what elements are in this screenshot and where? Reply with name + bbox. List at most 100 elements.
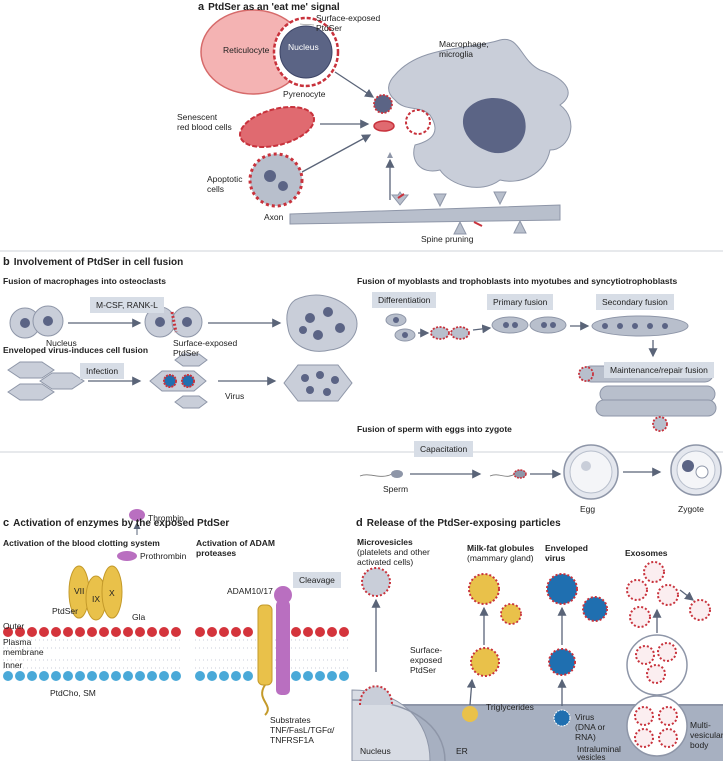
apoptotic-label-line1: Apoptotic: [207, 174, 243, 184]
adam-subtitle-line1: Activation of ADAM: [196, 538, 276, 548]
sperm-subtitle: Fusion of sperm with eggs into zygote: [357, 424, 512, 434]
intraluminal-line1: Intraluminal: [577, 744, 621, 754]
panel-b-graphics: [7, 294, 722, 500]
prothrombin-label: Prothrombin: [140, 551, 187, 561]
osteo-nucleus-label: Nucleus: [46, 338, 77, 348]
microvesicles-sub-line2: activated cells): [357, 557, 414, 567]
mcsf-rankl-box: M-CSF, RANK-L: [90, 297, 164, 313]
infection-box: Infection: [80, 363, 125, 379]
engulfed-cell: [405, 109, 431, 135]
zygote-label: Zygote: [678, 504, 704, 514]
ptdser-label-c: PtdSer: [52, 606, 78, 616]
multivesicular-line3: body: [690, 740, 709, 750]
factor-x-label: X: [109, 588, 115, 598]
nucleus-d-label: Nucleus: [360, 746, 391, 756]
differentiation-box: Differentiation: [372, 292, 437, 308]
multivesicular-line1: Multi-: [690, 720, 711, 730]
maintenance-box: Maintenance/repair fusion: [604, 362, 714, 378]
milkfat-subtitle: Milk-fat globules: [467, 543, 535, 553]
enveloped-virus-line2: virus: [545, 553, 566, 563]
exosomes-subtitle: Exosomes: [625, 548, 668, 558]
ptdcho-sm-label: PtdCho, SM: [50, 688, 96, 698]
apoptotic-cell: [248, 152, 304, 208]
macrophage-nucleus: [462, 98, 526, 154]
reticulocyte-label: Reticulocyte: [223, 45, 270, 55]
surface-exposed-label: Surface-exposed: [316, 13, 381, 23]
panel-c-letter: c: [3, 517, 10, 529]
sperm-label: Sperm: [383, 484, 409, 494]
virus-d-line2: (DNA or: [575, 722, 606, 732]
panel-b-title: Involvement of PtdSer in cell fusion: [13, 257, 184, 268]
substrates-label-line3: TNFRSF1A: [270, 735, 314, 745]
panel-c-graphics: [3, 509, 350, 716]
factor-ix-label: IX: [92, 594, 101, 604]
surface-exposed-d-line2: exposed: [410, 655, 443, 665]
membrane-right: [195, 627, 350, 681]
panel-a-letter: a: [198, 1, 205, 13]
panel-d-graphics: [351, 561, 723, 761]
osteo-surface-exposed-label: Surface-exposed: [173, 338, 238, 348]
multivesicular-line2: vesicular: [690, 730, 723, 740]
intraluminal-line2: vesicles: [577, 753, 606, 762]
senescent-label-line2: red blood cells: [177, 122, 232, 132]
membrane-label: membrane: [3, 647, 44, 657]
primary-fusion-box: Primary fusion: [487, 294, 554, 310]
panel-d-title: Release of the PtdSer-exposing particles: [366, 518, 561, 529]
panel-d-letter: d: [356, 517, 363, 529]
small-pyrenocyte: [373, 94, 393, 114]
virus-fusion-subtitle: Enveloped virus-induces cell fusion: [3, 345, 149, 355]
inner-label: Inner: [3, 660, 23, 670]
small-rbc: [373, 120, 395, 132]
plasma-label: Plasma: [3, 637, 32, 647]
apoptotic-label-line2: cells: [207, 184, 225, 194]
membrane-left: [3, 627, 181, 681]
substrates-label-line2: TNF/FasL/TGFα/: [270, 725, 335, 735]
pyrenocyte-nucleus: [279, 25, 333, 79]
egg-label: Egg: [580, 504, 596, 514]
senescent-rbc: [239, 106, 315, 148]
milkfat-sub-line: (mammary gland): [467, 553, 534, 563]
substrates-label-line1: Substrates: [270, 715, 311, 725]
triglycerides-label: Triglycerides: [486, 702, 534, 712]
ptdser-label: PtdSer: [316, 23, 342, 33]
secondary-fusion-box: Secondary fusion: [596, 294, 674, 310]
surface-exposed-d-line3: PtdSer: [410, 665, 436, 675]
adam-subtitle-line2: proteases: [196, 548, 237, 558]
panel-b-letter: b: [3, 256, 10, 268]
gla-label: Gla: [132, 612, 146, 622]
virus-d-line3: RNA): [575, 732, 596, 742]
nucleus-label: Nucleus: [288, 42, 319, 52]
virus-d-line1: Virus: [575, 712, 595, 722]
axon-label: Axon: [264, 212, 284, 222]
pyrenocyte-label: Pyrenocyte: [283, 89, 326, 99]
osteo-ptdser-label: PtdSer: [173, 348, 199, 358]
enveloped-virus-line1: Enveloped: [545, 543, 588, 553]
microvesicles-subtitle: Microvesicles: [357, 537, 413, 547]
axon: [289, 204, 561, 225]
cleavage-box: Cleavage: [293, 572, 341, 588]
panel-a-graphics: [200, 9, 572, 235]
thrombin-label: Thrombin: [148, 513, 184, 523]
microvesicles-sub-line1: (platelets and other: [357, 547, 430, 557]
spine-pruning-label: Spine pruning: [421, 234, 474, 244]
macrophage-label-line1: Macrophage,: [439, 39, 489, 49]
capacitation-box: Capacitation: [414, 441, 474, 457]
senescent-label-line1: Senescent: [177, 112, 218, 122]
outer-label: Outer: [3, 621, 25, 631]
virus-label: Virus: [225, 391, 245, 401]
adam10-label: ADAM10/17: [227, 586, 273, 596]
factor-vii-label: VII: [74, 586, 85, 596]
er-label: ER: [456, 746, 468, 756]
clotting-subtitle: Activation of the blood clotting system: [3, 538, 160, 548]
panel-c-title: Activation of enzymes by the exposed Ptd…: [13, 518, 230, 529]
surface-exposed-d-line1: Surface-: [410, 645, 443, 655]
osteoclast-subtitle: Fusion of macrophages into osteoclasts: [3, 276, 166, 286]
myoblast-subtitle: Fusion of myoblasts and trophoblasts int…: [357, 276, 678, 286]
macrophage-label-line2: microglia: [439, 49, 474, 59]
